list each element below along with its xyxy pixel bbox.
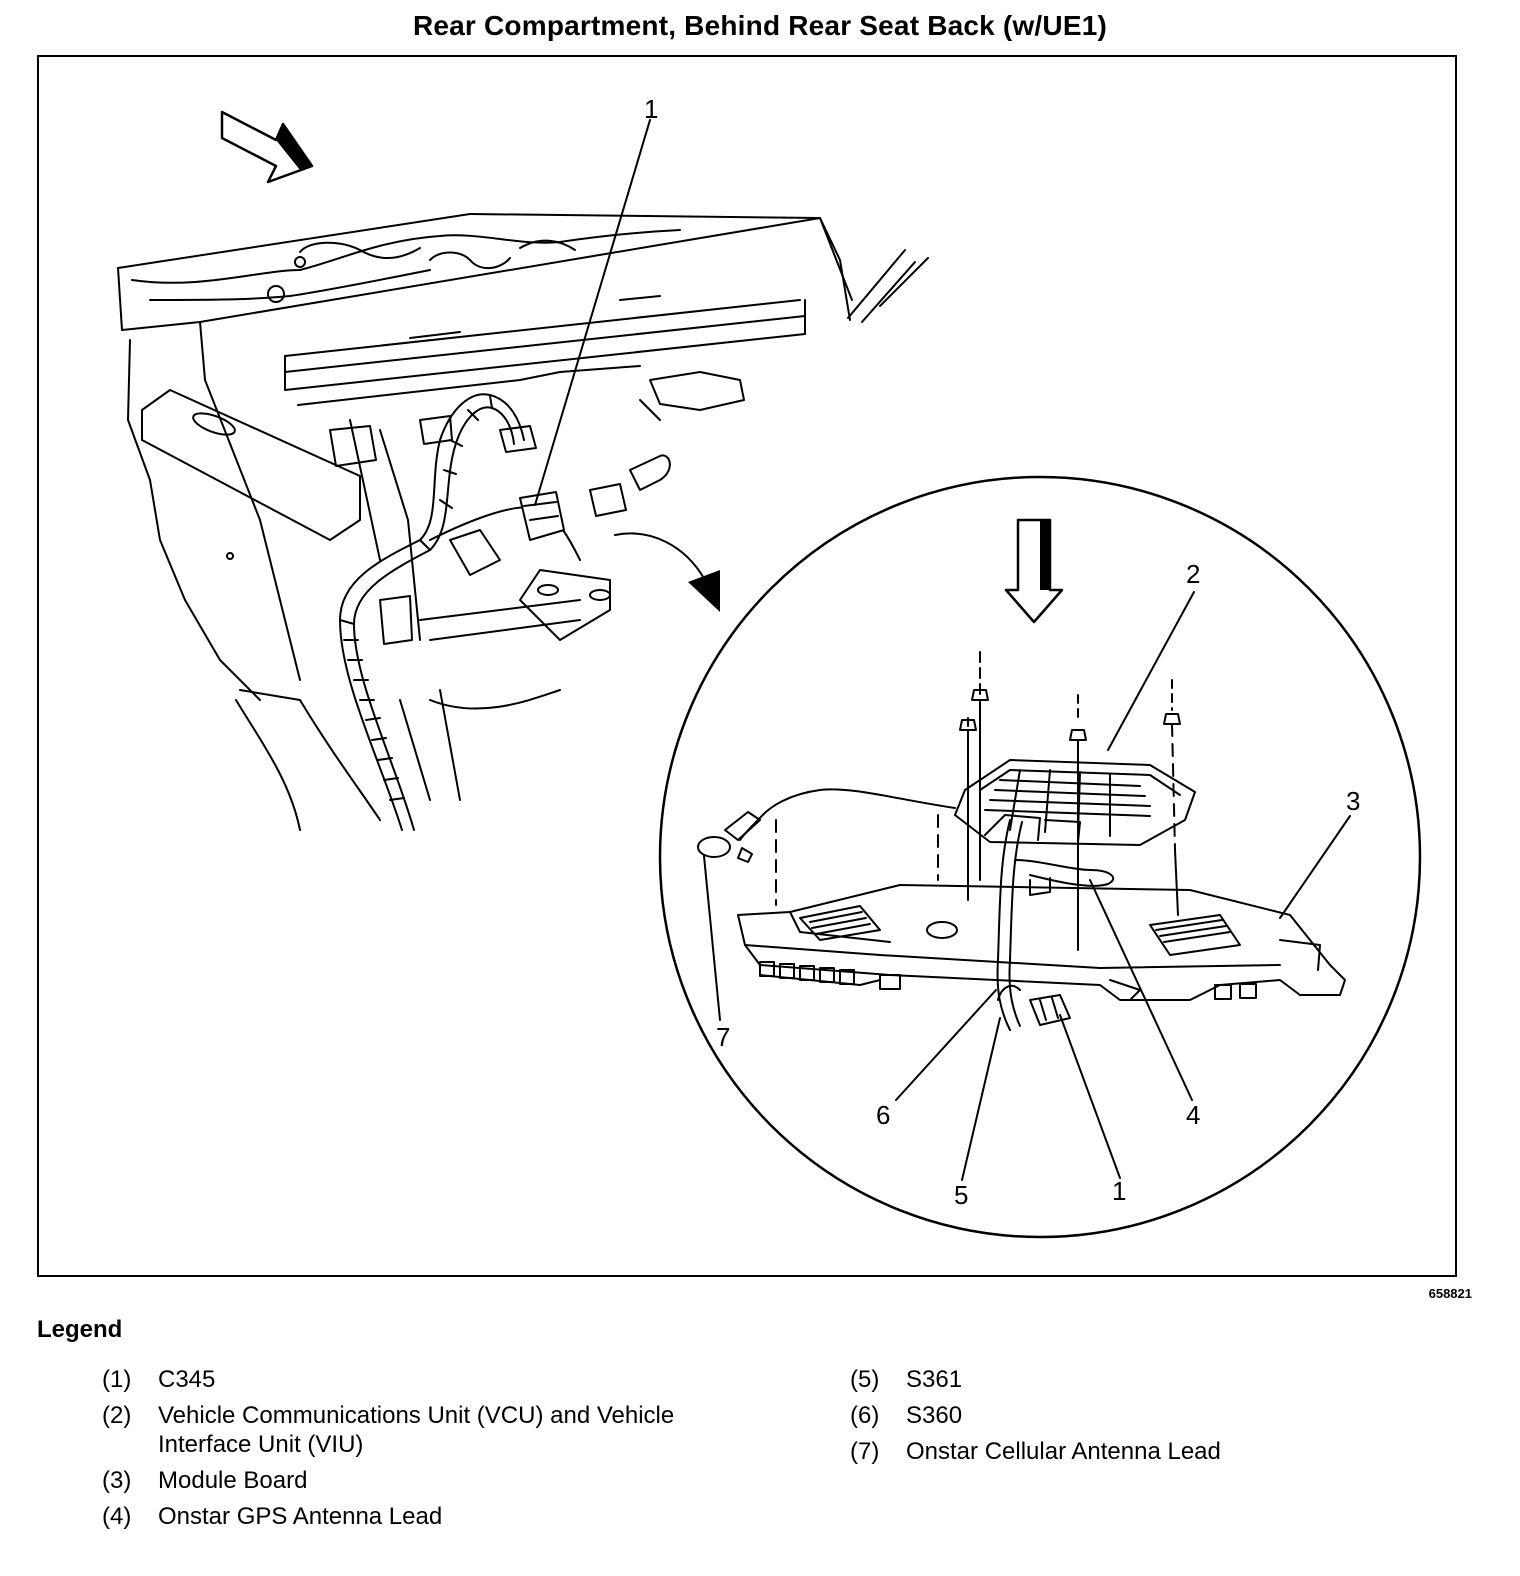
fasteners [775, 651, 1181, 951]
detail-view-arrow [1004, 518, 1064, 624]
legend-item-number: (5) [850, 1366, 880, 1393]
legend-item-text: Onstar GPS Antenna Lead [158, 1503, 443, 1530]
callout-3: 3 [1346, 786, 1360, 816]
detail-harness [996, 819, 1115, 1031]
legend-item-text: C345 [158, 1366, 216, 1393]
legend-item-number: (3) [102, 1467, 132, 1494]
leader-line-5 [961, 1017, 1001, 1181]
zoom-arrow [614, 532, 720, 612]
cellular-antenna-lead [697, 788, 956, 863]
legend-item-number: (7) [850, 1438, 880, 1465]
legend-item-text: Onstar Cellular Antenna Lead [906, 1438, 1221, 1465]
vcu-viu-module [954, 759, 1196, 846]
legend-item-text: Vehicle Communications Unit (VCU) and Ve… [158, 1402, 675, 1458]
leader-line-1-bottom [1059, 1014, 1121, 1179]
leader-line-3 [1279, 815, 1351, 919]
rear-compartment-panel [117, 213, 929, 831]
legend-item: (3) Module Board [102, 1466, 722, 1495]
misc-components [329, 371, 745, 645]
legend-item-text: S360 [906, 1402, 963, 1429]
legend-item: (6) S360 [850, 1401, 1410, 1430]
callout-7: 7 [716, 1022, 730, 1052]
callout-2: 2 [1186, 559, 1200, 589]
legend-item-number: (2) [102, 1402, 132, 1429]
legend-heading: Legend [37, 1316, 123, 1343]
callout-5: 5 [954, 1180, 968, 1210]
callout-6: 6 [876, 1100, 890, 1130]
legend-item-text: S361 [906, 1366, 963, 1393]
legend-item: (5) S361 [850, 1365, 1410, 1394]
callout-1-top: 1 [644, 94, 658, 124]
leader-line-1-top [534, 119, 651, 506]
diagram-frame [37, 55, 1457, 1277]
legend-item-number: (4) [102, 1503, 132, 1530]
callout-4: 4 [1186, 1100, 1200, 1130]
callout-1-bottom: 1 [1112, 1176, 1126, 1206]
leader-line-4 [1089, 879, 1193, 1101]
view-direction-arrow [220, 110, 314, 184]
mounting-bracket [141, 389, 611, 641]
legend-item-text: Module Board [158, 1467, 308, 1494]
legend-column-left: (1) C345 (2) Vehicle Communications Unit… [102, 1365, 722, 1538]
legend-item: (1) C345 [102, 1365, 722, 1394]
leader-line-2 [1107, 591, 1195, 751]
diagram-illustration: 1 2 3 4 5 6 7 1 [117, 94, 1422, 1239]
connector-c345 [499, 425, 627, 541]
leader-line-7 [703, 855, 721, 1021]
legend-item-number: (6) [850, 1402, 880, 1429]
diagram-title: Rear Compartment, Behind Rear Seat Back … [412, 10, 1108, 41]
legend-column-right: (5) S361 (6) S360 (7) Onstar Cellular An… [850, 1365, 1410, 1473]
legend-item: (4) Onstar GPS Antenna Lead [102, 1502, 722, 1531]
figure-id: 658821 [1428, 1286, 1472, 1301]
module-board [737, 884, 1346, 1001]
legend-item-number: (1) [102, 1366, 132, 1393]
legend-item: (2) Vehicle Communications Unit (VCU) an… [102, 1401, 722, 1459]
legend-item: (7) Onstar Cellular Antenna Lead [850, 1437, 1410, 1466]
leader-line-6 [895, 989, 997, 1101]
detail-view-circle [658, 475, 1422, 1239]
